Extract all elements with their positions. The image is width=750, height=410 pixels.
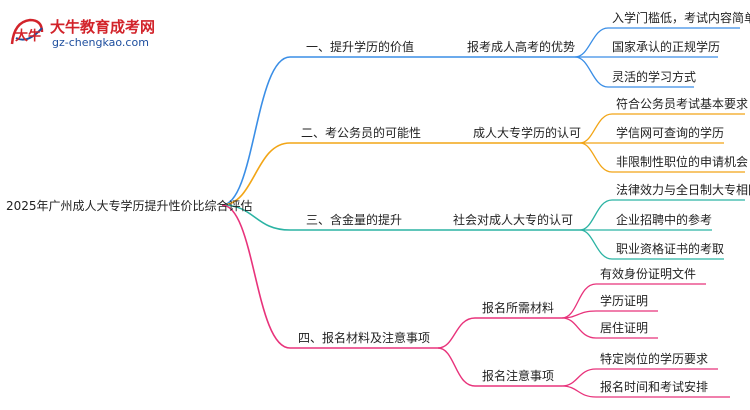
branch-1-leaf-2: 国家承认的正规学历 bbox=[612, 39, 720, 54]
logo-site-url: gz-chengkao.com bbox=[52, 36, 149, 49]
branch-4-sub-1-leaf-3-line bbox=[561, 317, 658, 339]
branch-4-sub-2-leaf-2: 报名时间和考试安排 bbox=[600, 379, 708, 394]
branch-2-leaf-3: 非限制性职位的申请机会 bbox=[616, 154, 748, 169]
branch-4-sub-2-leaf-1: 特定岗位的学历要求 bbox=[600, 351, 708, 366]
branch-4-sub-1-label: 报名所需材料 bbox=[482, 300, 554, 315]
branch-4-sub-1-line bbox=[437, 317, 562, 349]
branch-4-label: 四、报名材料及注意事项 bbox=[298, 330, 430, 345]
site-logo[interactable]: 大牛 大牛教育成考网 gz-chengkao.com bbox=[8, 14, 178, 54]
root-branch-1-line bbox=[221, 56, 291, 206]
branch-1-leaf-1: 入学门槛低，考试内容简单 bbox=[612, 10, 750, 25]
branch-2-leaf-3-line bbox=[579, 142, 745, 173]
branch-4-sub-2-line bbox=[437, 347, 562, 387]
branch-3-leaf-3-line bbox=[579, 229, 724, 260]
branch-2-label: 二、考公务员的可能性 bbox=[301, 125, 421, 140]
branch-4-sub-2-leaf-2-line bbox=[561, 385, 730, 398]
branch-3-leaf-1: 法律效力与全日制大专相同 bbox=[616, 182, 750, 197]
branch-4-sub-1-leaf-1: 有效身份证明文件 bbox=[600, 266, 696, 281]
daniu-logo-icon: 大牛 bbox=[10, 18, 44, 45]
mindmap-root-title: 2025年广州成人大专学历提升性价比综合评估 bbox=[6, 198, 253, 213]
branch-1-leaf-3: 灵活的学习方式 bbox=[612, 69, 696, 84]
branch-4-sub-2-label: 报名注意事项 bbox=[482, 368, 554, 383]
mindmap-lines bbox=[221, 27, 745, 398]
logo-seal-text: 大牛 bbox=[15, 28, 41, 44]
branch-4-sub-1-leaf-2-line bbox=[561, 310, 658, 319]
branch-3-label: 三、含金量的提升 bbox=[306, 212, 402, 227]
root-branch-2-line bbox=[221, 142, 291, 206]
branch-1-leaf-3-line bbox=[574, 56, 694, 88]
branch-3-leaf-3: 职业资格证书的考取 bbox=[616, 241, 724, 256]
branch-2-leaf-2: 学信网可查询的学历 bbox=[616, 125, 724, 140]
branch-1-label: 一、提升学历的价值 bbox=[306, 39, 414, 54]
branch-3-sub-label: 社会对成人大专的认可 bbox=[453, 212, 573, 227]
branch-1-leaf-1-line bbox=[574, 27, 740, 58]
branch-2-sub-label: 成人大专学历的认可 bbox=[473, 125, 581, 140]
branch-4-sub-1-leaf-1-line bbox=[561, 283, 706, 319]
logo-site-name: 大牛教育成考网 bbox=[50, 18, 156, 36]
branch-3-leaf-2: 企业招聘中的参考 bbox=[616, 212, 712, 227]
branch-4-sub-1-leaf-2: 学历证明 bbox=[600, 293, 648, 308]
branch-2-leaf-1: 符合公务员考试基本要求 bbox=[616, 96, 748, 111]
branch-2-leaf-1-line bbox=[579, 113, 745, 144]
root-branch-4-line bbox=[221, 204, 291, 349]
branch-3-leaf-1-line bbox=[579, 199, 745, 231]
branch-4-sub-2-leaf-1-line bbox=[561, 368, 718, 387]
branch-1-sub-label: 报考成人高考的优势 bbox=[467, 39, 575, 54]
root-branch-3-line bbox=[221, 204, 291, 231]
branch-4-sub-1-leaf-3: 居住证明 bbox=[600, 321, 648, 335]
